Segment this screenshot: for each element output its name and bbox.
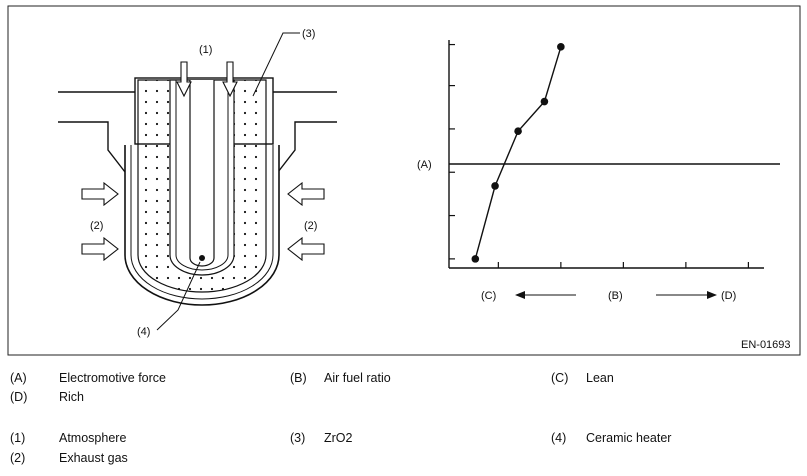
series-points — [471, 43, 565, 263]
data-point-2 — [514, 127, 522, 135]
outer-electrode — [130, 145, 274, 300]
output-chart: (A) (C) (B) (D) — [417, 40, 780, 302]
leader-heater — [156, 261, 201, 331]
pipe-wall-right — [268, 91, 337, 173]
legend-code-b: (B) — [290, 371, 307, 385]
legend-text-2: Exhaust gas — [59, 451, 128, 465]
data-point-3 — [540, 97, 549, 106]
label-atmosphere: (1) — [199, 44, 212, 56]
data-point-1 — [491, 182, 499, 190]
heater-tip-dot — [199, 255, 205, 261]
x-label-air-fuel: (B) — [608, 290, 623, 302]
legend-code-4: (4) — [551, 431, 566, 445]
data-point-4 — [557, 43, 565, 51]
ceramic-heater-rod — [189, 80, 215, 267]
oxygen-sensor-diagram: (1) (3) (2) (2) (4) — [58, 28, 337, 338]
inner-electrode — [175, 80, 229, 271]
x-ticks — [497, 262, 749, 268]
legend-text-4: Ceramic heater — [586, 431, 671, 445]
legend-code-c: (C) — [551, 371, 568, 385]
x-label-rich: (D) — [721, 290, 736, 302]
label-exhaust-left: (2) — [90, 220, 103, 232]
legend-code-1: (1) — [10, 431, 25, 445]
legend-text-b: Air fuel ratio — [324, 371, 391, 385]
exhaust-arrow-left-upper — [81, 181, 119, 207]
legend-text-3: ZrO2 — [324, 431, 353, 445]
pipe-wall-left — [58, 91, 135, 173]
label-exhaust-right: (2) — [304, 220, 317, 232]
y-ticks — [449, 43, 455, 260]
legend-code-a: (A) — [10, 371, 27, 385]
legend-text-d: Rich — [59, 390, 84, 404]
legend: (A) Electromotive force (B) Air fuel rat… — [10, 371, 671, 465]
figure-code: EN-01693 — [741, 339, 791, 351]
figure-frame — [7, 5, 801, 356]
atmosphere-arrow-right — [222, 61, 238, 98]
series-line — [474, 46, 562, 260]
label-heater: (4) — [137, 326, 150, 338]
legend-code-3: (3) — [290, 431, 305, 445]
atmosphere-arrow-left — [176, 61, 192, 98]
leader-zro2 — [252, 32, 300, 97]
x-label-lean: (C) — [481, 290, 496, 302]
legend-text-a: Electromotive force — [59, 371, 166, 385]
label-zro2: (3) — [302, 28, 315, 40]
legend-code-2: (2) — [10, 451, 25, 465]
data-point-0 — [471, 255, 480, 263]
legend-text-1: Atmosphere — [59, 431, 126, 445]
y-axis-label: (A) — [417, 159, 432, 171]
exhaust-arrow-left-lower — [81, 236, 119, 262]
legend-code-d: (D) — [10, 390, 27, 404]
legend-text-c: Lean — [586, 371, 614, 385]
exhaust-arrow-right-upper — [287, 181, 325, 207]
exhaust-arrow-right-lower — [287, 236, 325, 262]
